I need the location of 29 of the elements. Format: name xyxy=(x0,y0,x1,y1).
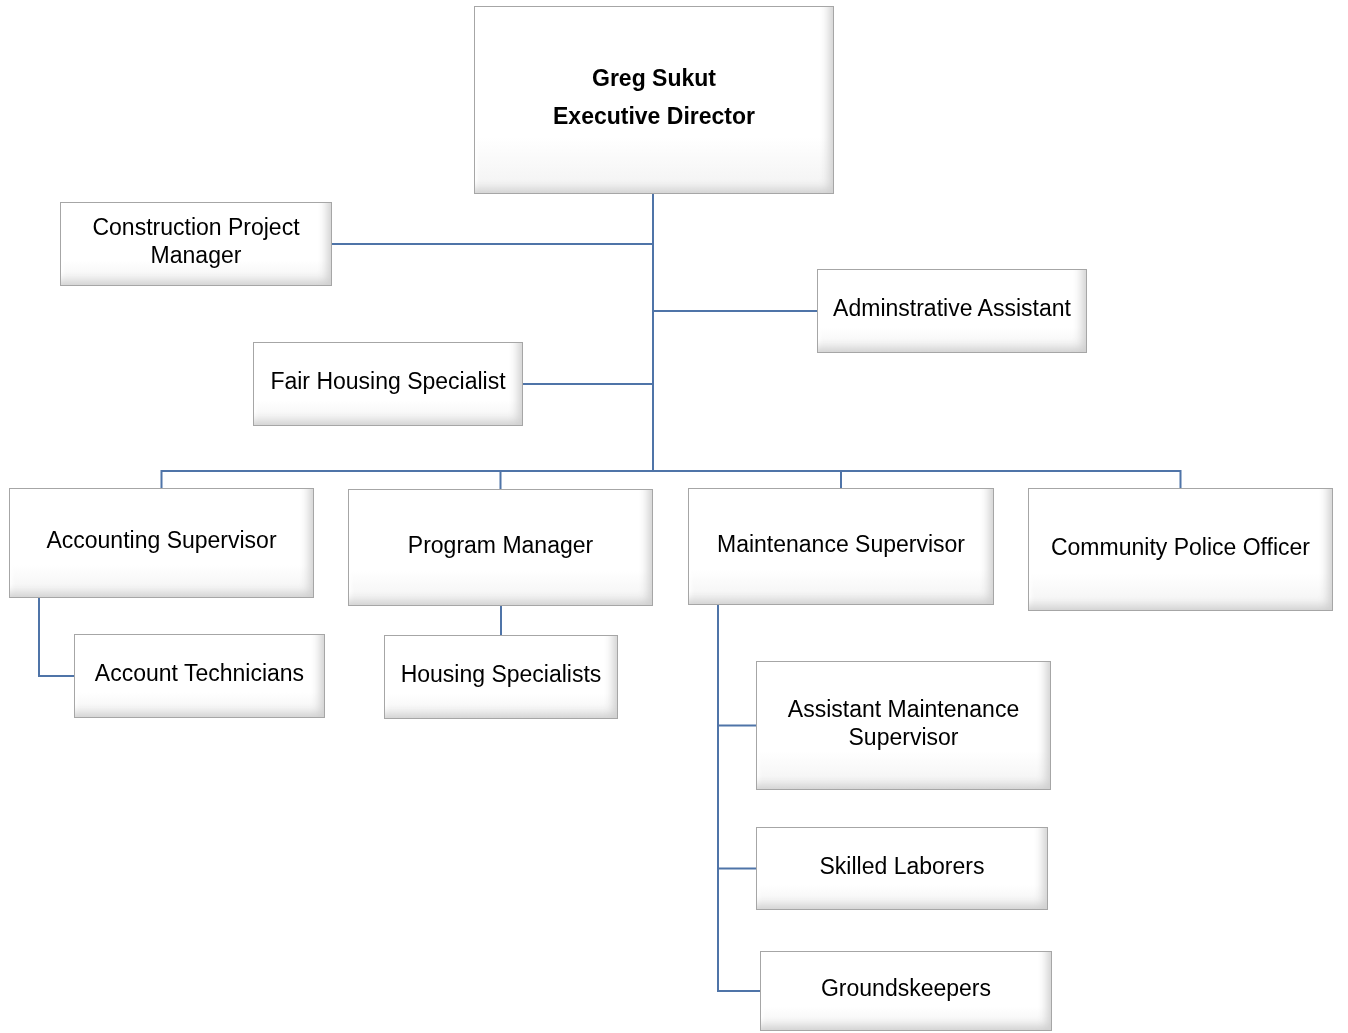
job-title: Adminstrative Assistant xyxy=(833,294,1071,322)
job-title: Assistant Maintenance Supervisor xyxy=(786,694,1021,751)
job-title: Accounting Supervisor xyxy=(46,526,277,554)
org-box xyxy=(60,202,332,286)
job-title: Maintenance Supervisor xyxy=(717,529,965,558)
org-box xyxy=(817,269,1087,353)
job-title: Housing Specialists xyxy=(400,660,602,688)
job-title: Fair Housing Specialist xyxy=(270,367,506,395)
org-box xyxy=(1028,488,1333,611)
job-title: Executive Director xyxy=(553,102,755,131)
org-box xyxy=(760,951,1052,1031)
org-box xyxy=(756,661,1051,790)
org-box xyxy=(384,635,618,719)
org-box xyxy=(74,634,325,718)
org-box xyxy=(9,488,314,598)
org-box xyxy=(756,827,1048,910)
connector-line xyxy=(38,597,75,677)
org-box xyxy=(688,488,994,605)
job-title: Program Manager xyxy=(407,530,594,559)
org-box xyxy=(253,342,523,426)
job-title: Groundskeepers xyxy=(820,974,991,1002)
job-title: Account Technicians xyxy=(94,659,305,687)
org-box xyxy=(474,6,834,194)
job-title: Construction Project Manager xyxy=(91,213,301,269)
job-title: Skilled Laborers xyxy=(819,851,985,880)
org-box xyxy=(348,489,653,606)
person-name: Greg Sukut xyxy=(592,64,716,93)
job-title: Community Police Officer xyxy=(1050,532,1310,561)
connector-line xyxy=(500,605,502,636)
